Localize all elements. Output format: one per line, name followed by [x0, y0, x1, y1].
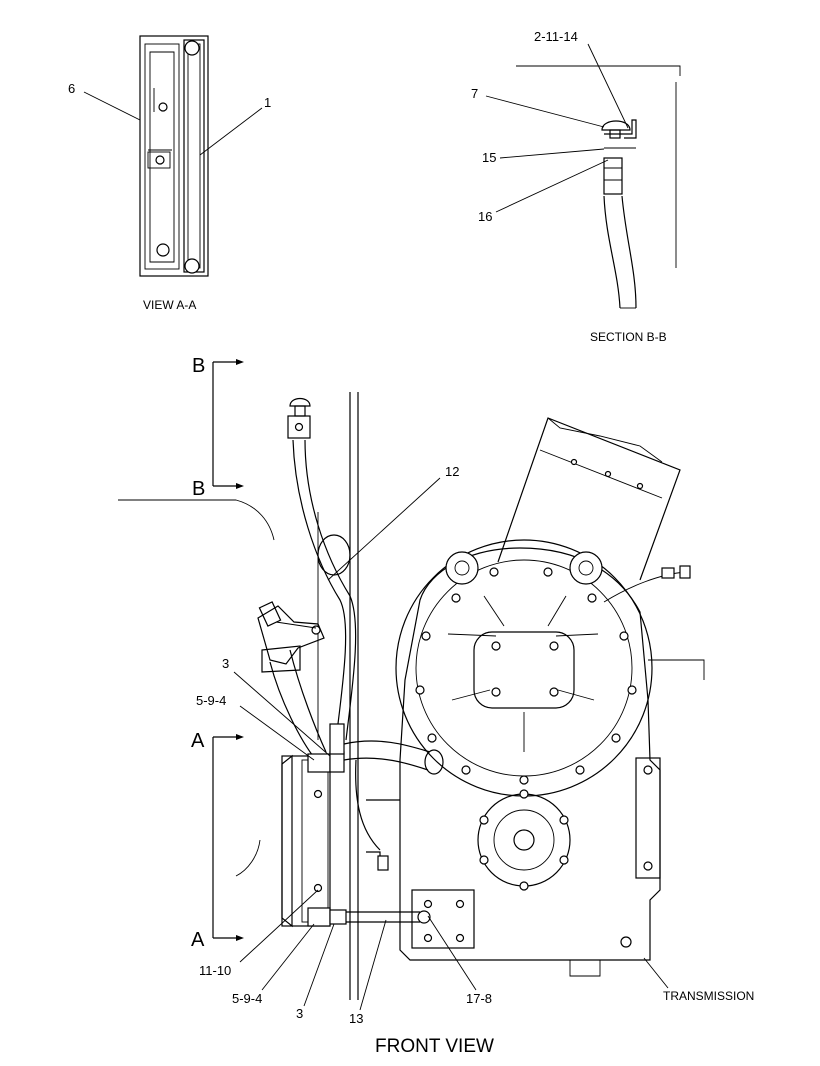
callout-7: 7 [471, 86, 478, 101]
leader-17-8 [427, 915, 477, 991]
callout-15: 15 [482, 150, 496, 165]
leader-6 [83, 91, 141, 121]
leader-5-9-4-top [239, 705, 315, 761]
section-b-marker [212, 359, 244, 489]
leader-7 [485, 95, 605, 128]
leader-5-9-4-bottom [261, 923, 315, 991]
callout-17-8: 17-8 [466, 991, 492, 1006]
front-view-drawing [118, 392, 705, 1000]
leader-16 [495, 159, 609, 213]
callout-13: 13 [349, 1011, 363, 1026]
view-aa-drawing [139, 35, 209, 277]
callout-12: 12 [445, 464, 459, 479]
section-a-top-label: A [191, 730, 205, 752]
section-a-bottom-label: A [191, 929, 205, 951]
callout-6: 6 [68, 81, 75, 96]
section-bb-caption: SECTION B-B [590, 330, 667, 344]
leader-13 [359, 919, 387, 1011]
callout-5-9-4-top: 5-9-4 [196, 693, 226, 708]
transmission-label: TRANSMISSION [663, 989, 754, 1003]
callout-16: 16 [478, 209, 492, 224]
section-bb-drawing [516, 65, 681, 309]
callout-1: 1 [264, 95, 271, 110]
callout-11-10: 11-10 [199, 963, 231, 978]
view-aa-caption: VIEW A-A [143, 298, 196, 312]
callout-5-9-4-bottom: 5-9-4 [232, 991, 262, 1006]
leader-2-11-14 [587, 43, 629, 129]
leader-3-top [233, 671, 331, 757]
callout-2-11-14: 2-11-14 [534, 29, 578, 44]
leader-15 [499, 148, 605, 159]
leader-1 [199, 107, 263, 156]
leader-12 [327, 477, 441, 581]
diagram-title: FRONT VIEW [375, 1036, 494, 1057]
section-b-bottom-label: B [192, 478, 205, 500]
leader-transmission [643, 957, 669, 989]
leader-11-10 [239, 889, 319, 963]
callout-3-bottom: 3 [296, 1006, 303, 1021]
callout-3-top: 3 [222, 656, 229, 671]
section-a-marker [212, 734, 244, 941]
leader-3-bottom [303, 923, 335, 1007]
section-b-top-label: B [192, 355, 205, 377]
